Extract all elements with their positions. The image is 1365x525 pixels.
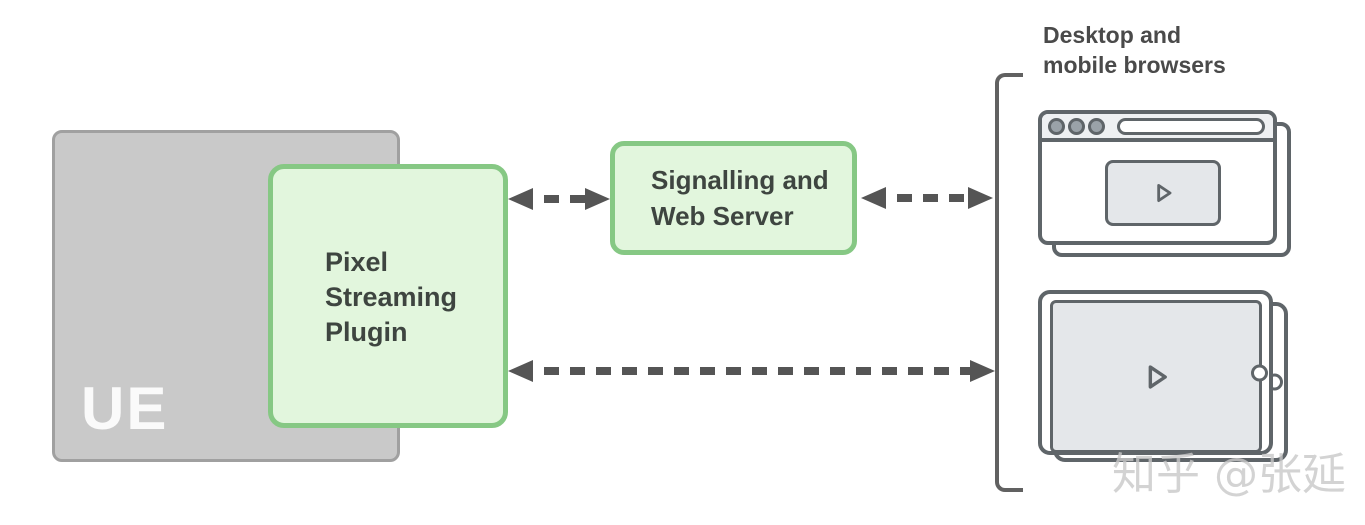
arrow-plugin-to-browsers — [508, 360, 995, 382]
browser-dot-icon — [1068, 117, 1085, 135]
arrowhead-right-icon — [970, 360, 995, 382]
dashed-line — [533, 195, 585, 203]
play-icon — [1157, 184, 1172, 202]
arrowhead-right-icon — [585, 188, 610, 210]
arrow-signalling-to-browsers — [861, 187, 993, 209]
video-player — [1105, 160, 1221, 226]
address-bar — [1117, 117, 1265, 135]
tablet-icon — [1038, 290, 1273, 455]
desktop-browser-icon — [1038, 110, 1277, 245]
signalling-web-server-node: Signalling and Web Server — [610, 141, 857, 255]
ue-label: UE — [81, 375, 169, 442]
home-button-icon — [1251, 364, 1268, 381]
browser-toolbar — [1042, 114, 1273, 142]
browser-dot-icon — [1088, 117, 1105, 135]
arrowhead-left-icon — [508, 188, 533, 210]
arrow-plugin-to-signalling — [508, 188, 610, 210]
tablet-screen — [1050, 300, 1262, 453]
browsers-group-label: Desktop and mobile browsers — [1043, 22, 1226, 78]
browsers-group-bracket — [995, 73, 1023, 492]
dashed-line — [533, 367, 970, 375]
watermark: 知乎 @张延 — [1112, 449, 1346, 500]
browser-dot-icon — [1048, 117, 1065, 135]
arrowhead-left-icon — [508, 360, 533, 382]
pixel-streaming-plugin-node: Pixel Streaming Plugin — [268, 164, 508, 428]
dashed-line — [886, 194, 968, 202]
play-icon — [1148, 364, 1167, 389]
pixel-streaming-plugin-label: Pixel Streaming Plugin — [325, 247, 458, 347]
arrowhead-left-icon — [861, 187, 886, 209]
arrowhead-right-icon — [968, 187, 993, 209]
signalling-web-server-label: Signalling and Web Server — [651, 165, 829, 231]
